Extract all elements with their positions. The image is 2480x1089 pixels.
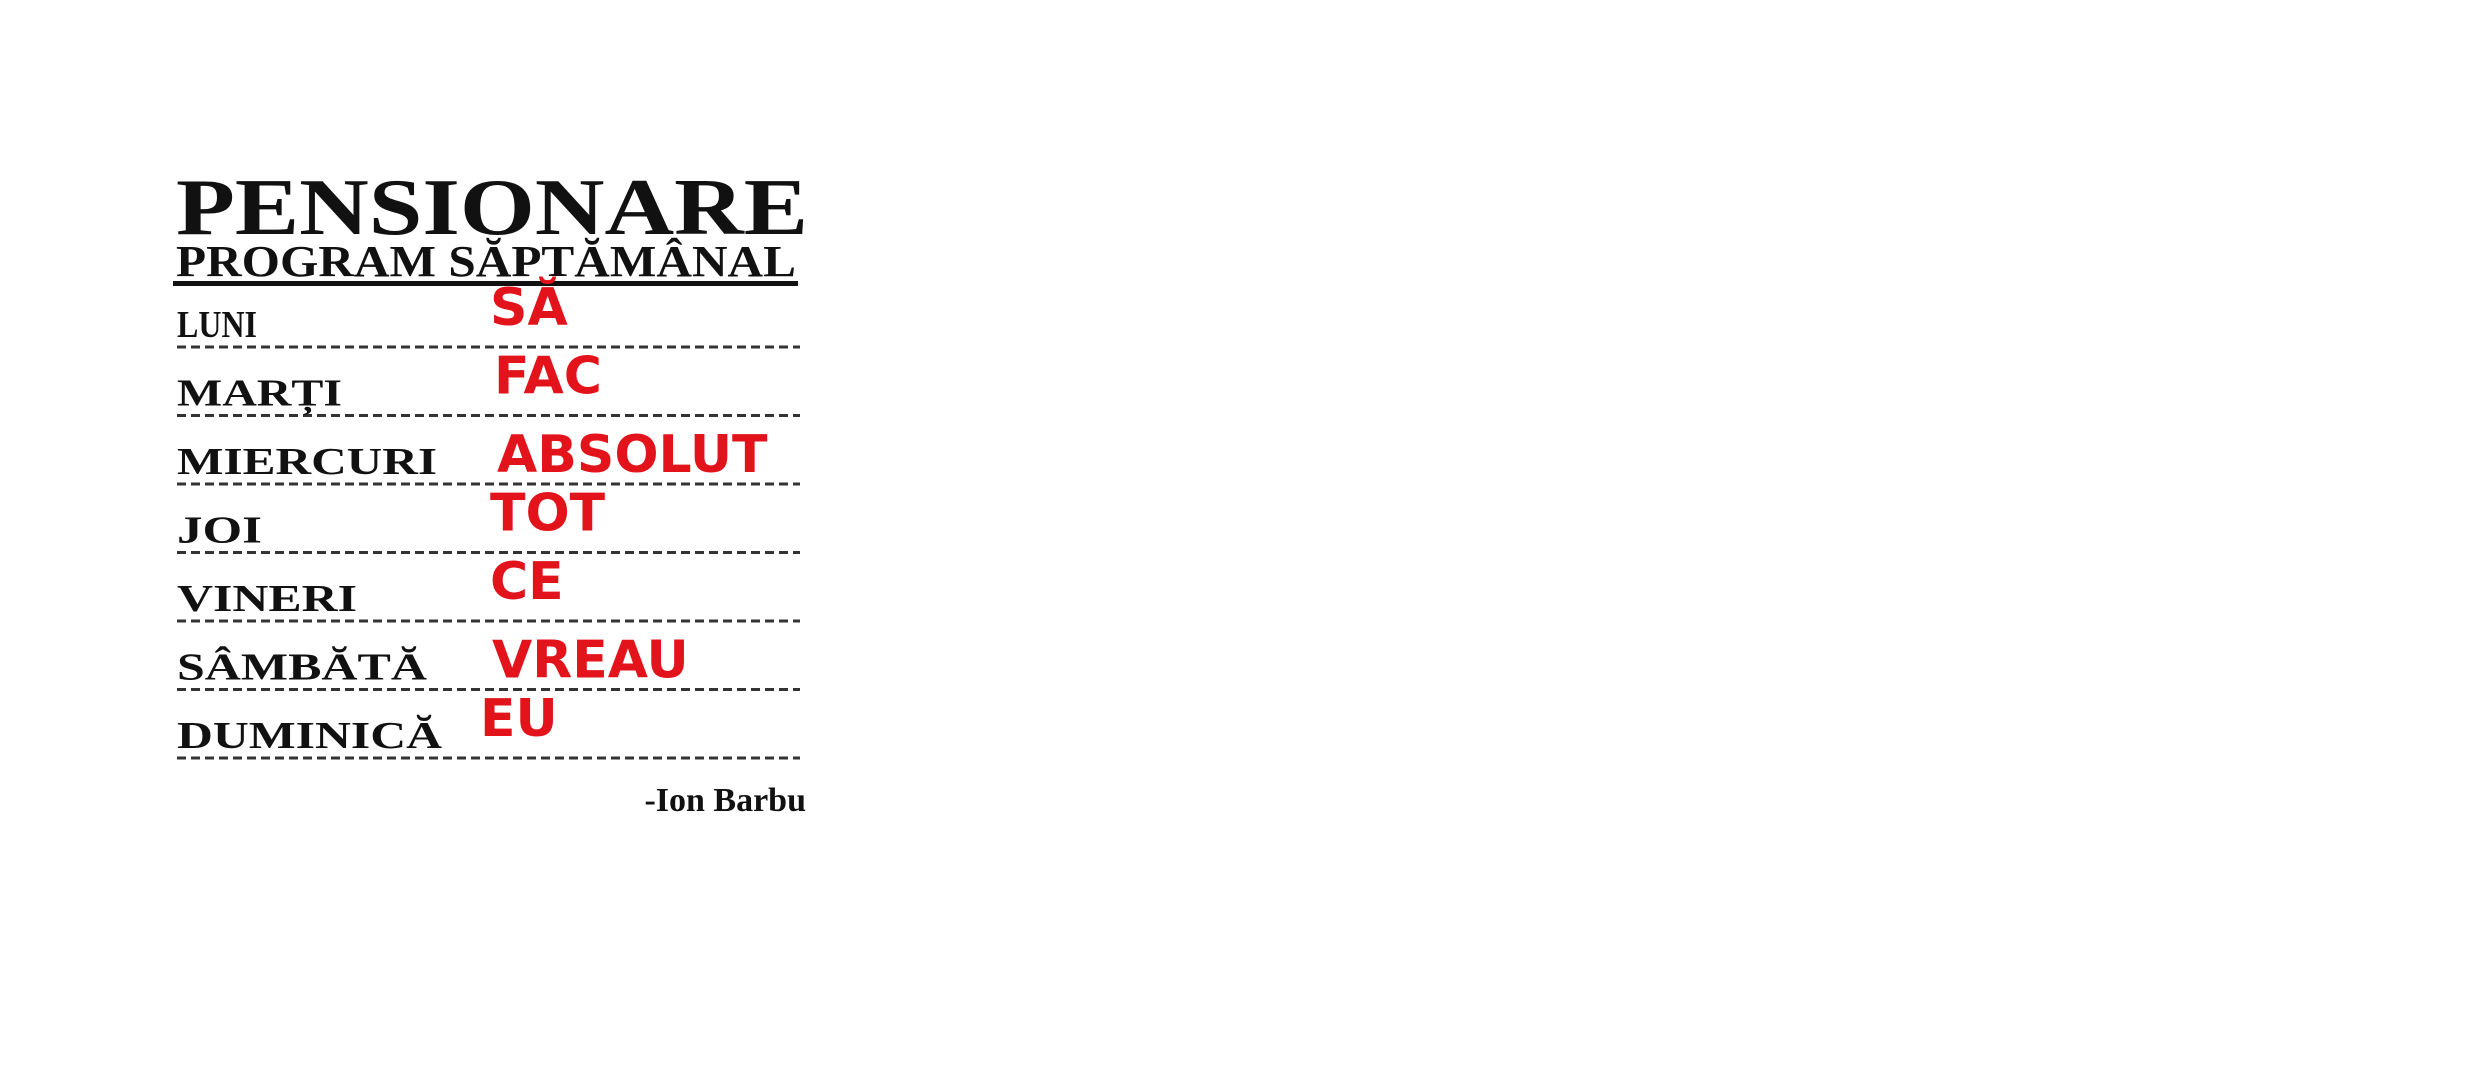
schedule-row: LUNI SĂ — [177, 276, 800, 349]
day-label: LUNI — [177, 304, 257, 346]
day-label: SÂMBĂTĂ — [177, 647, 428, 689]
day-label: MARȚI — [177, 373, 342, 416]
activity-word: TOT — [490, 484, 606, 544]
schedule-row: DUMINICĂ EU — [177, 689, 800, 760]
schedule-row: VINERI CE — [177, 552, 800, 623]
day-label: DUMINICĂ — [177, 715, 443, 757]
schedule-row: MARȚI FAC — [177, 347, 800, 417]
day-label: JOI — [177, 510, 262, 552]
poster-title: PENSIONARE — [176, 164, 808, 252]
subtitle-underline — [173, 281, 798, 286]
activity-word: VREAU — [492, 631, 689, 691]
schedule-row: MIERCURI ABSOLUT — [177, 425, 800, 486]
activity-word: FAC — [494, 347, 602, 407]
activity-word: SĂ — [490, 276, 568, 338]
day-label: VINERI — [177, 578, 357, 620]
author-signature: -Ion Barbu — [644, 782, 806, 819]
activity-word: EU — [480, 689, 558, 749]
day-label: MIERCURI — [177, 441, 437, 483]
activity-word: CE — [490, 552, 564, 612]
schedule-row: SÂMBĂTĂ VREAU — [177, 631, 800, 691]
poster-subtitle: PROGRAM SĂPTĂMÂNAL — [176, 237, 796, 286]
schedule-row: JOI TOT — [177, 484, 800, 554]
activity-word: ABSOLUT — [497, 425, 768, 485]
